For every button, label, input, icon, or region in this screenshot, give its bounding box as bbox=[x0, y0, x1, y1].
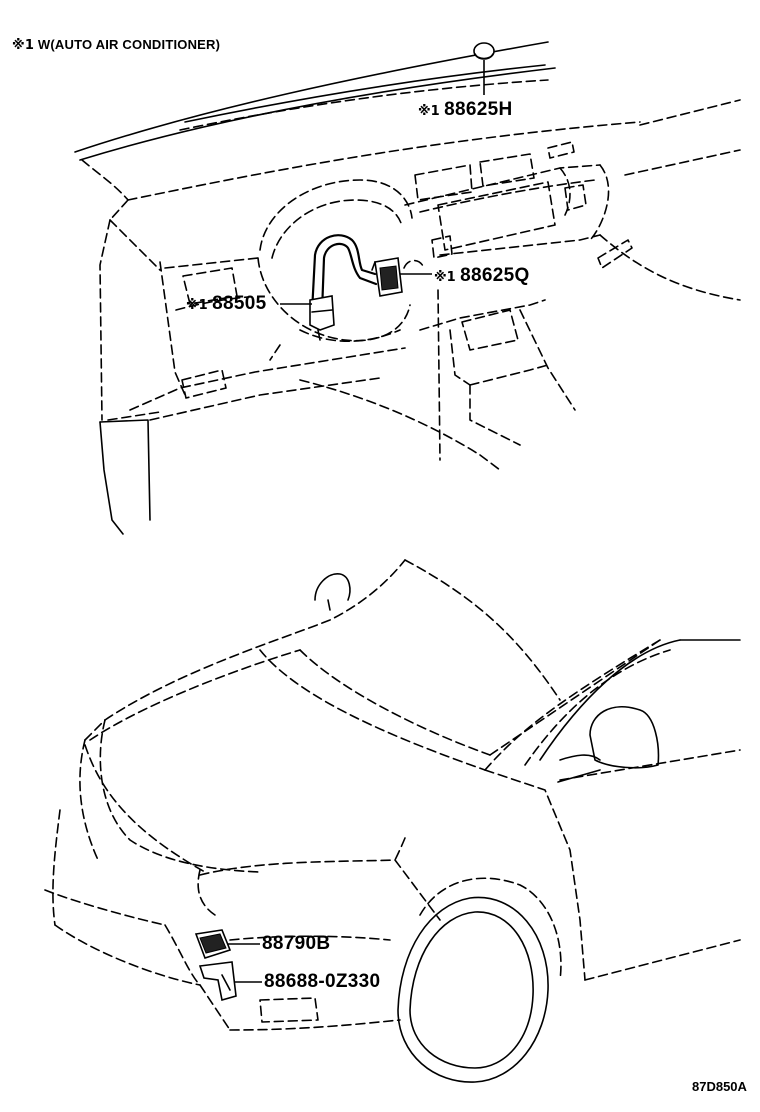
callout-88625H: ※1 88625H bbox=[418, 100, 513, 119]
callout-marker: ※1 bbox=[418, 104, 440, 119]
callout-88625Q: ※1 88625Q bbox=[434, 266, 530, 285]
callout-marker: ※1 bbox=[434, 270, 456, 285]
part-number-label: 88625H bbox=[444, 99, 513, 120]
part-number-label: 88790B bbox=[262, 933, 331, 954]
callout-88688: 88688-0Z330 bbox=[264, 972, 380, 991]
callout-marker: ※1 bbox=[186, 298, 208, 313]
vehicle-front-illustration bbox=[44, 559, 741, 1083]
diagram-code: 87D850A bbox=[692, 1079, 747, 1094]
note-text: W(AUTO AIR CONDITIONER) bbox=[37, 37, 221, 52]
callout-88505: ※1 88505 bbox=[186, 294, 266, 313]
part-number-label: 88505 bbox=[212, 293, 267, 314]
leader-lines bbox=[228, 60, 485, 983]
note-marker: ※1 bbox=[12, 38, 35, 53]
callout-88790B: 88790B bbox=[262, 934, 330, 953]
instrument-panel-illustration bbox=[74, 41, 741, 535]
note-legend: ※1 W(AUTO AIR CONDITIONER) bbox=[12, 38, 220, 52]
part-number-label: 88625Q bbox=[460, 265, 530, 286]
part-number-label: 88688-0Z330 bbox=[264, 971, 381, 992]
